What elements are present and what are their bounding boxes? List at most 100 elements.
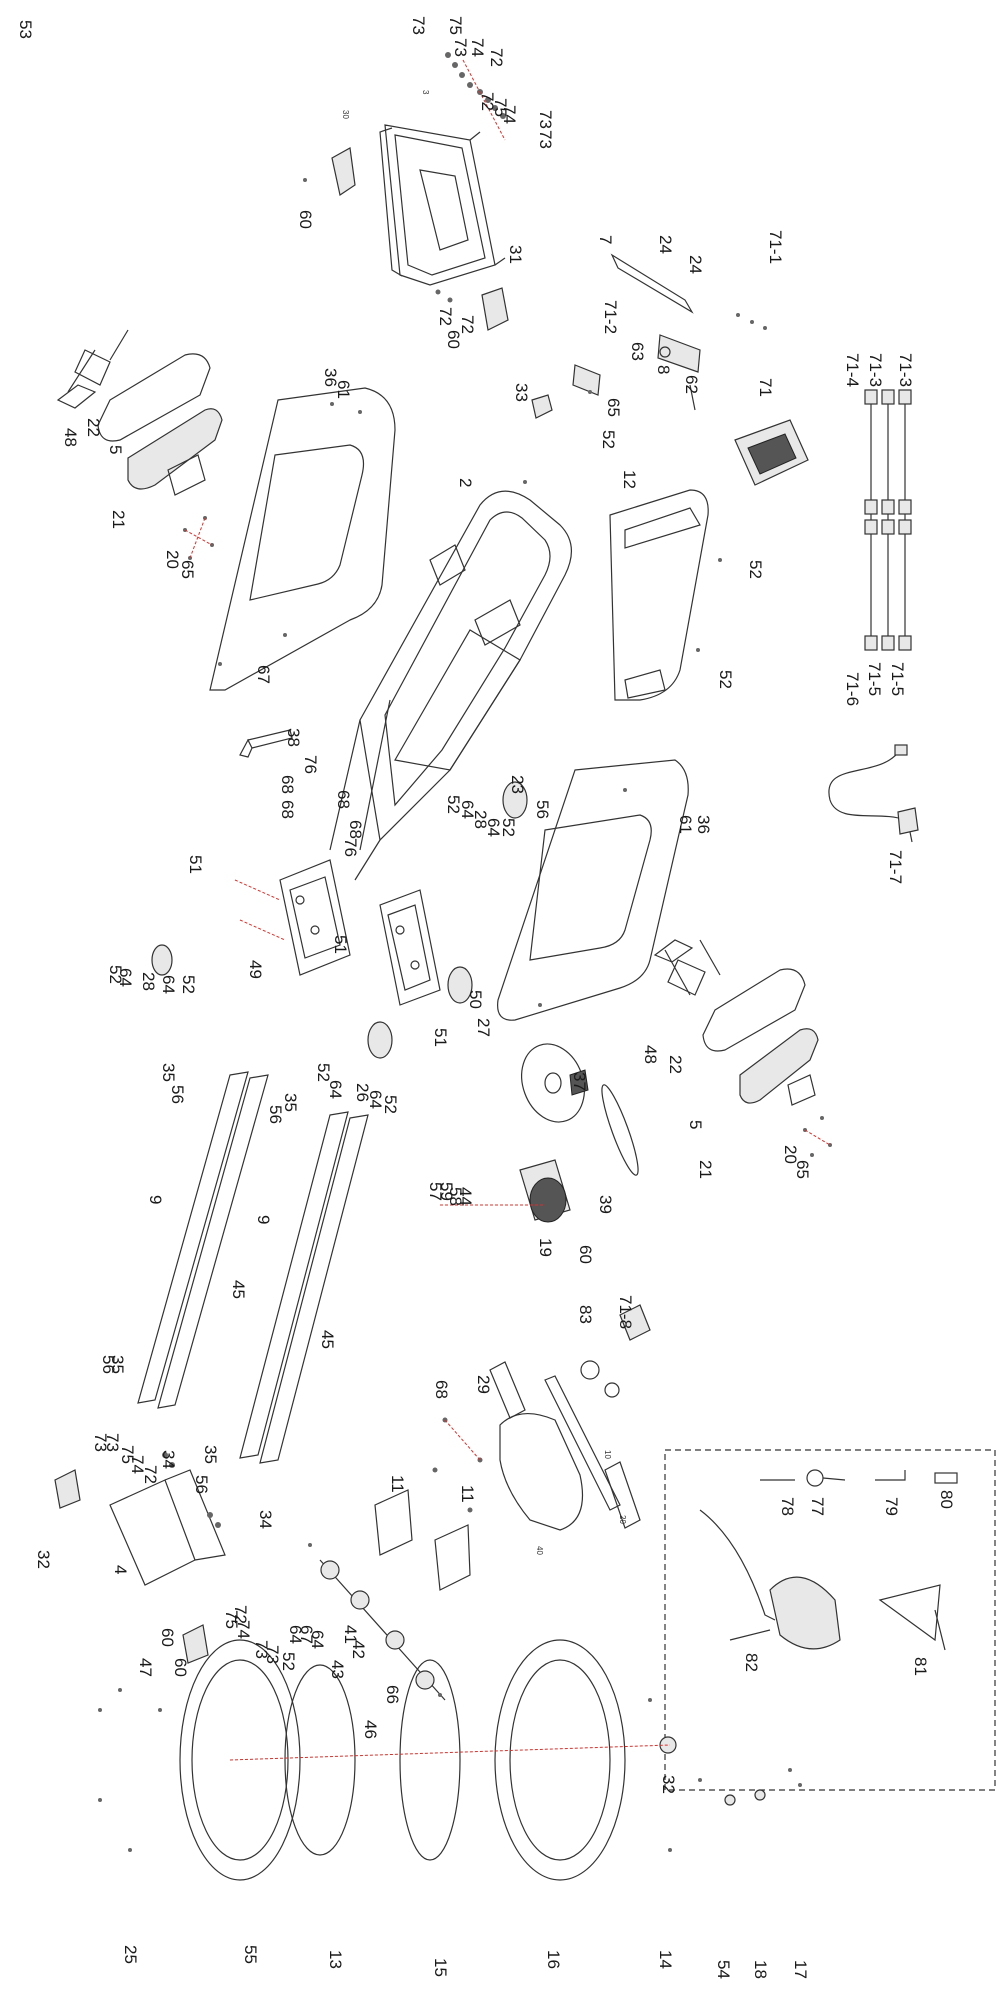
part-number-label: 56 <box>266 1105 285 1124</box>
part-number-label: 47 <box>136 1658 155 1677</box>
part-number-label: 51 <box>186 855 205 874</box>
part-number-label: 22 <box>84 418 103 437</box>
part-number-label: 71-7 <box>886 850 905 884</box>
part-number-label: 52 <box>716 670 735 689</box>
part-number-label: 58 <box>446 1187 465 1206</box>
flywheels-drawing <box>151 781 528 1059</box>
part-number-label: 71-8 <box>616 1295 635 1329</box>
part-number-label: 56 <box>168 1085 187 1104</box>
part-number-label: 35 <box>201 1445 220 1464</box>
part-number-label: 52 <box>599 430 618 449</box>
part-number-label: 52 <box>179 975 198 994</box>
part-number-label: 60 <box>171 1658 190 1677</box>
pulley-37-drawing <box>521 1043 639 1176</box>
part-number-label: 55 <box>241 1945 260 1964</box>
part-number-label: 11 <box>388 1475 407 1493</box>
brackets-11-drawing <box>374 1417 483 1591</box>
part-number-label: 42 <box>349 1640 368 1659</box>
part-number-label: 65 <box>793 1160 812 1179</box>
part-number-label: 80 <box>937 1490 956 1509</box>
part-number-label: 71-4 <box>843 353 862 387</box>
part-number-label: 54 <box>714 1960 733 1979</box>
tubes-drawing <box>489 1304 651 1529</box>
part-number-label: 16 <box>544 1950 563 1969</box>
part-number-label: 62 <box>682 375 701 394</box>
fan-housing-drawing <box>98 1639 802 1881</box>
part-number-label: 10 <box>603 1450 612 1459</box>
part-number-label: 60 <box>576 1245 595 1264</box>
part-number-label: 71-1 <box>766 230 785 264</box>
part-number-label: 64 <box>308 1630 327 1649</box>
part-number-label: 30 <box>341 110 350 119</box>
part-number-label: 75 <box>222 1610 241 1629</box>
console-71-drawing <box>523 253 809 486</box>
part-number-label: 51 <box>331 935 350 954</box>
part-number-label: 74 <box>468 38 487 57</box>
part-number-label: 65 <box>178 560 197 579</box>
part-number-label: 5 <box>106 445 125 454</box>
part-number-label: 64 <box>286 1625 305 1644</box>
part-number-label: 68 <box>346 820 365 839</box>
part-number-label: 72 <box>436 307 455 326</box>
part-number-label: 20 <box>163 550 182 569</box>
part-number-label: 36 <box>694 815 713 834</box>
part-number-label: 73 <box>451 38 470 57</box>
part-number-label: 24 <box>686 255 705 274</box>
part-number-label: 52 <box>279 1652 298 1671</box>
part-number-label: 76 <box>301 755 320 774</box>
part-number-label: 25 <box>121 1945 140 1964</box>
seat-40-drawing <box>499 1413 584 1531</box>
part-number-label: 52 <box>314 1063 333 1082</box>
part-number-label: 72 <box>478 92 497 111</box>
part-number-label: 17 <box>791 1960 810 1979</box>
pedal-lower-drawing <box>653 939 832 1157</box>
center-bracket-drawing <box>234 859 441 1006</box>
part-number-label: 31 <box>506 245 525 264</box>
part-number-label: 66 <box>383 1685 402 1704</box>
part-number-label: 73 <box>536 110 555 129</box>
part-number-label: 28 <box>471 810 490 829</box>
part-number-label: 56 <box>99 1355 118 1374</box>
part-number-label: 24 <box>656 235 675 254</box>
part-number-label: 43 <box>328 1660 347 1679</box>
pedal-upper-drawing <box>56 329 223 560</box>
rails-9-drawing <box>137 1071 369 1464</box>
platform-3-drawing <box>303 52 509 331</box>
part-number-label: 4 <box>111 1565 130 1574</box>
part-number-label: 64 <box>458 800 477 819</box>
part-number-label: 34 <box>159 1450 178 1469</box>
part-number-label: 13 <box>326 1950 345 1969</box>
part-number-label: 9 <box>254 1215 273 1224</box>
shaft-group-drawing <box>308 1543 446 1701</box>
part-number-label: 73 <box>409 16 428 35</box>
part-number-label: 28 <box>139 972 158 991</box>
part-number-label: 64 <box>484 818 503 837</box>
part-number-label: 56 <box>533 800 552 819</box>
part-number-label: 51 <box>431 1028 450 1047</box>
part-number-label: 50 <box>466 990 485 1009</box>
part-number-label: 75 <box>446 16 465 35</box>
part-number-label: 32 <box>34 1550 53 1569</box>
part-number-label: 73 <box>252 1640 271 1659</box>
part-number-label: 35 <box>108 1355 127 1374</box>
part-number-label: 40 <box>535 1546 544 1555</box>
part-number-label: 48 <box>641 1045 660 1064</box>
part-number-label: 73 <box>103 1433 122 1452</box>
part-number-label: 14 <box>656 1950 675 1969</box>
part-number-label: 74 <box>234 1620 253 1639</box>
tools-drawing <box>699 1469 958 1651</box>
part-number-label: 68 <box>334 790 353 809</box>
part-number-label: 73 <box>263 1645 282 1664</box>
part-number-label: 8 <box>654 365 673 374</box>
part-number-label: 73 <box>536 130 555 149</box>
cover-12-drawing <box>609 489 722 701</box>
part-number-label: 33 <box>512 383 531 402</box>
part-number-label: 82 <box>742 1653 761 1672</box>
part-number-label: 48 <box>61 428 80 447</box>
part-number-label: 21 <box>109 510 128 529</box>
magnet-19-drawing <box>440 1159 571 1223</box>
part-number-label: 64 <box>116 968 135 987</box>
part-number-label: 75 <box>491 98 510 117</box>
part-number-label: 57 <box>426 1182 445 1201</box>
part-number-label: 19 <box>536 1238 555 1257</box>
